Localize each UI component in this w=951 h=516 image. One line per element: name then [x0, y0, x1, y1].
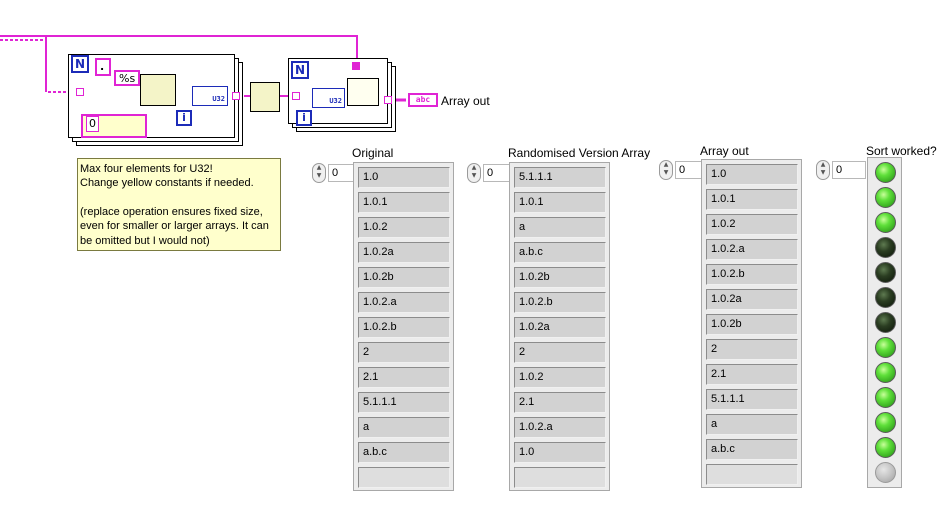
format-string-constant[interactable]: %s	[114, 70, 140, 86]
sort-worked-led[interactable]	[875, 437, 896, 458]
sort-worked-led[interactable]	[875, 362, 896, 383]
original-element[interactable]: 1.0	[358, 167, 450, 188]
randomised-element[interactable]: 1.0.2.a	[514, 417, 606, 438]
comment-note: Max four elements for U32! Change yellow…	[77, 158, 281, 251]
sort-worked-led[interactable]	[875, 287, 896, 308]
original-element[interactable]: 1.0.2.b	[358, 317, 450, 338]
note-line-2: Change yellow constants if needed.	[80, 177, 254, 190]
original-element[interactable]: a.b.c	[358, 442, 450, 463]
array_out-element[interactable]: 1.0.2b	[706, 314, 798, 335]
array_out-element[interactable]: 1.0.2a	[706, 289, 798, 310]
sort-worked-led[interactable]	[875, 162, 896, 183]
randomised-element[interactable]: 1.0.2b	[514, 267, 606, 288]
loop-count-terminal-2[interactable]: N	[291, 61, 309, 79]
array-out-indicator[interactable]: abc	[408, 93, 438, 107]
note-line-3: (replace operation ensures fixed size, e…	[80, 205, 269, 247]
array_out-element[interactable]: 2.1	[706, 364, 798, 385]
randomised-element[interactable]: 1.0.2a	[514, 317, 606, 338]
randomised-element[interactable]: 5.1.1.1	[514, 167, 606, 188]
original-element[interactable]: a	[358, 417, 450, 438]
sort-worked-led[interactable]	[875, 337, 896, 358]
original-element[interactable]: 2	[358, 342, 450, 363]
sort-worked-led[interactable]	[875, 262, 896, 283]
sort-worked-led[interactable]	[875, 387, 896, 408]
sort-worked-empty-led[interactable]	[875, 462, 896, 483]
array_out-element[interactable]: 1.0.1	[706, 189, 798, 210]
iteration-terminal-1: i	[176, 110, 192, 126]
zero-constant-array[interactable]: 0	[81, 114, 147, 138]
randomised-element[interactable]: 2	[514, 342, 606, 363]
sort-worked-led[interactable]	[875, 412, 896, 433]
randomised-label: Randomised Version Array	[508, 146, 651, 160]
sort-worked-led[interactable]	[875, 237, 896, 258]
original-element[interactable]: 1.0.2a	[358, 242, 450, 263]
sort-worked-label: Sort worked?	[866, 144, 937, 158]
original-element[interactable]: 5.1.1.1	[358, 392, 450, 413]
scan-from-string-node[interactable]	[140, 74, 176, 106]
original-array[interactable]: 1.0 1.0.1 1.0.2 1.0.2a 1.0.2b 1.0.2.a 1.0.2.b 2…	[353, 162, 454, 491]
sort-worked-led[interactable]	[875, 187, 896, 208]
original-element[interactable]: 1.0.1	[358, 192, 450, 213]
original-element[interactable]: 1.0.2	[358, 217, 450, 238]
randomised-index-spinner[interactable]: ▲▼	[467, 163, 481, 183]
tunnel-out-2	[384, 96, 392, 104]
array-out-array[interactable]: 1.0 1.0.1 1.0.2 1.0.2.a 1.0.2.b 1.0.2a 1.0.2b 2…	[701, 159, 802, 488]
randomised-element[interactable]: a.b.c	[514, 242, 606, 263]
loop-count-terminal[interactable]: N	[71, 55, 89, 73]
array-out-indicator-label: Array out	[441, 94, 490, 108]
dot-constant[interactable]: .	[95, 58, 111, 76]
randomised-empty-element[interactable]	[514, 467, 606, 488]
array_out-element[interactable]: 1.0.2.a	[706, 239, 798, 260]
to-u32-node-2[interactable]: U32	[312, 88, 345, 108]
original-empty-element[interactable]	[358, 467, 450, 488]
array-out-label: Array out	[700, 144, 749, 158]
randomised-array[interactable]: 5.1.1.1 1.0.1 a a.b.c 1.0.2b 1.0.2.b 1.0.2a 2 1.…	[509, 162, 610, 491]
original-index-spinner[interactable]: ▲▼	[312, 163, 326, 183]
tunnel-in-2	[292, 92, 300, 100]
note-line-1: Max four elements for U32!	[80, 163, 213, 175]
array-out-index-spinner[interactable]: ▲▼	[659, 160, 673, 180]
shift-register-tunnel	[352, 62, 360, 70]
array_out-element[interactable]: 1.0.2	[706, 214, 798, 235]
array_out-element[interactable]: a	[706, 414, 798, 435]
sort-worked-index-value[interactable]: 0	[832, 161, 866, 179]
iteration-terminal-2: i	[296, 110, 312, 126]
randomised-element[interactable]: 1.0	[514, 442, 606, 463]
sort-array-node[interactable]	[250, 82, 280, 112]
sort-worked-array[interactable]	[867, 157, 902, 488]
randomised-element[interactable]: 1.0.2.b	[514, 292, 606, 313]
array_out-element[interactable]: 5.1.1.1	[706, 389, 798, 410]
index-array-node[interactable]	[347, 78, 379, 106]
array_out-element[interactable]: a.b.c	[706, 439, 798, 460]
original-element[interactable]: 2.1	[358, 367, 450, 388]
array_out-empty-element[interactable]	[706, 464, 798, 485]
sort-worked-led[interactable]	[875, 312, 896, 333]
zero-constant: 0	[86, 116, 99, 132]
original-element[interactable]: 1.0.2.a	[358, 292, 450, 313]
array_out-element[interactable]: 1.0.2.b	[706, 264, 798, 285]
array_out-element[interactable]: 2	[706, 339, 798, 360]
original-element[interactable]: 1.0.2b	[358, 267, 450, 288]
sort-worked-index-spinner[interactable]: ▲▼	[816, 160, 830, 180]
randomised-element[interactable]: 1.0.2	[514, 367, 606, 388]
array_out-element[interactable]: 1.0	[706, 164, 798, 185]
to-u32-node[interactable]: U32	[192, 86, 228, 106]
sort-worked-led[interactable]	[875, 212, 896, 233]
randomised-element[interactable]: a	[514, 217, 606, 238]
tunnel-out-1	[232, 92, 240, 100]
randomised-element[interactable]: 1.0.1	[514, 192, 606, 213]
randomised-element[interactable]: 2.1	[514, 392, 606, 413]
tunnel-in-1	[76, 88, 84, 96]
original-label: Original	[352, 146, 394, 160]
